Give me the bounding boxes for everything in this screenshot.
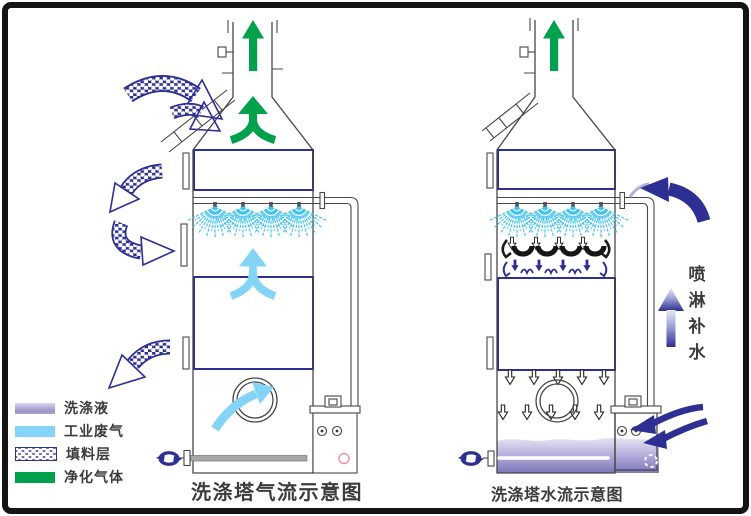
right-tower-water-flow — [456, 18, 711, 474]
tower-shell — [192, 20, 314, 474]
waste-gas-merge-arrow — [229, 248, 277, 300]
legend-item-purified-gas: 净化气体 — [15, 469, 124, 485]
packing-layer-upper — [497, 149, 616, 190]
wall-flanges — [180, 152, 190, 370]
industrial-waste-gas-swatch — [15, 425, 55, 437]
wash-liquid-basin — [497, 438, 659, 473]
tower-shell — [496, 18, 616, 474]
drain-outlet — [338, 452, 350, 465]
legend-label: 洗涤液 — [64, 400, 109, 416]
waste-gas-patterned-arrows — [107, 75, 224, 390]
spray-nozzles — [187, 201, 327, 238]
legend-label: 填料层 — [66, 446, 111, 462]
legend-label: 工业废气 — [64, 423, 124, 439]
legend-item-packing-layer: 填料层 — [15, 446, 124, 462]
caption-gas-flow: 洗涤塔气流示意图 — [191, 482, 363, 504]
recycle-icon — [154, 451, 184, 466]
spray-header-pipe — [497, 191, 655, 406]
spray-header-pipe — [193, 191, 359, 406]
drain-pipe — [179, 449, 308, 467]
inspection-port — [535, 379, 579, 423]
falling-water-arrows — [497, 369, 610, 421]
legend-item-industrial-waste-gas: 工业废气 — [15, 423, 124, 439]
wall-flanges — [484, 152, 494, 370]
chimney-valve — [217, 46, 227, 58]
purified-gas-swatch — [15, 471, 55, 483]
basin-suction-pipe — [483, 450, 610, 467]
falling-water-splash-row — [501, 236, 611, 259]
recycle-icon — [456, 451, 486, 466]
purified-gas-merge-arrow — [229, 96, 277, 144]
water-inlet-arrow — [628, 177, 711, 224]
pump-unit — [309, 395, 361, 474]
left-tower-gas-flow — [107, 20, 361, 474]
packing-layer-swatch — [15, 447, 57, 461]
caption-water-flow: 洗涤塔水流示意图 — [491, 487, 624, 504]
packing-layer-lower — [193, 276, 314, 370]
packing-layer-upper — [193, 149, 314, 191]
spray-nozzles — [489, 201, 629, 238]
falling-water-drip-row — [502, 259, 608, 277]
water-to-pump-arrows — [630, 403, 708, 449]
packing-layer-lower — [497, 277, 616, 371]
pump-unit — [610, 395, 662, 471]
wash-liquid-swatch — [15, 402, 55, 414]
label-spray-makeup-water: 喷淋补水 — [688, 265, 706, 362]
waste-gas-inflow-arrow — [211, 382, 274, 432]
inspection-port — [232, 377, 278, 423]
purified-gas-arrow-chimney — [242, 20, 264, 71]
inspection-port-inner — [539, 383, 575, 419]
purified-gas-arrow-chimney — [543, 20, 565, 71]
makeup-water-up-arrow — [658, 288, 684, 347]
legend-item-wash-liquid: 洗涤液 — [15, 400, 124, 416]
legend: 洗涤液 工业废气 填料层 净化气体 — [15, 400, 124, 485]
basin-drain-dashed — [644, 454, 658, 468]
legend-label: 净化气体 — [64, 469, 124, 485]
chimney-valve — [519, 46, 529, 58]
inlet-duct — [481, 92, 539, 142]
